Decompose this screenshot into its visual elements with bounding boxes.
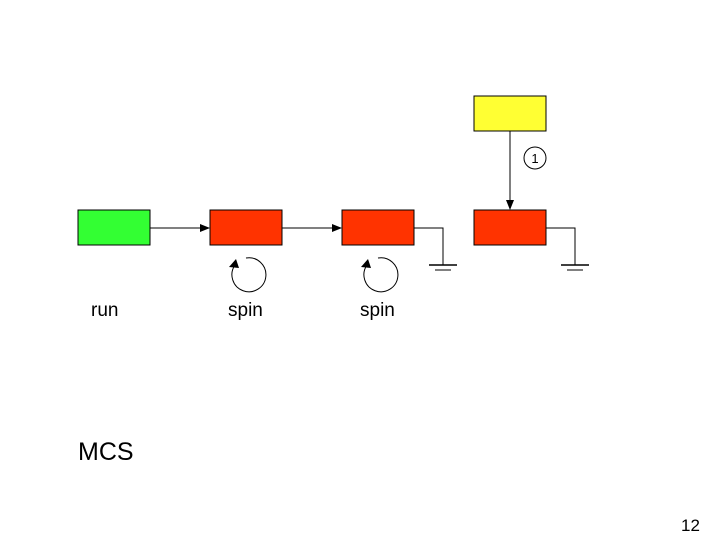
node-label-spin-2: spin (360, 300, 395, 321)
page-number: 12 (681, 516, 700, 535)
ground-icon (414, 227, 457, 271)
node-run (77, 209, 151, 246)
step-marker-label: 1 (531, 151, 538, 166)
node-spin-2 (341, 209, 415, 246)
slide-title: MCS (78, 438, 134, 466)
node-label-spin-1: spin (228, 300, 263, 321)
spin-loop-icon (229, 257, 267, 293)
node-spin-1 (209, 209, 283, 246)
ground-icon (546, 227, 589, 271)
node-label-run: run (91, 300, 119, 321)
node-new (473, 95, 547, 132)
step-marker-circle (523, 146, 547, 170)
spin-loop-icon (361, 257, 399, 293)
node-tail (473, 209, 547, 246)
